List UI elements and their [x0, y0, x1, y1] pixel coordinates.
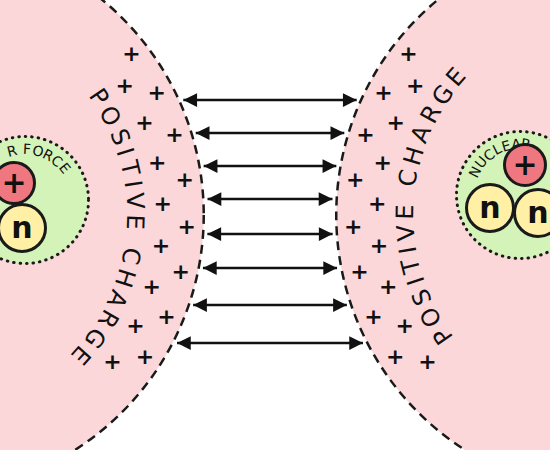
- letter: T: [398, 256, 425, 276]
- repulsion-arrow: [177, 342, 363, 345]
- letter: R: [6, 143, 19, 159]
- text-holder: +: [0, 161, 36, 205]
- charge-sign: +: [157, 306, 175, 328]
- letter: V: [393, 224, 418, 242]
- charge-sign: +: [386, 112, 404, 134]
- letter: E: [123, 214, 147, 230]
- text-holder: n: [465, 183, 515, 233]
- circle-outline: [505, 145, 546, 186]
- letter: O: [95, 102, 125, 130]
- text-holder: n: [513, 188, 550, 238]
- repulsion-arrow: [196, 132, 345, 135]
- charge-sign: +: [135, 112, 153, 134]
- charge-sign: +: [350, 261, 368, 283]
- letter: V: [122, 192, 147, 210]
- charge-sign: +: [178, 216, 196, 238]
- letter: [17, 142, 23, 156]
- letter: I: [403, 274, 428, 288]
- charge-sign: +: [126, 315, 144, 337]
- text-holder: +: [503, 143, 547, 187]
- neutron-circle: n: [0, 203, 47, 253]
- circle-outline: [467, 185, 514, 232]
- charge-sign: +: [406, 75, 424, 97]
- charge-sign: +: [147, 82, 165, 104]
- charge-sign: +: [103, 351, 121, 373]
- charge-sign: +: [344, 216, 362, 238]
- repulsion-arrow: [208, 198, 333, 201]
- repulsion-arrow: [207, 233, 332, 236]
- particle-symbol: n: [527, 198, 548, 228]
- charge-sign: +: [171, 261, 189, 283]
- charge-sign: +: [379, 276, 397, 298]
- letter: [121, 233, 146, 243]
- charge-sign: +: [370, 235, 388, 257]
- circle-outline: [0, 137, 89, 264]
- charge-sign: +: [356, 124, 374, 146]
- atom-circle: POSITIVE CHARGER FORCE+n: [0, 0, 205, 450]
- circle-outline: [0, 0, 204, 450]
- charge-sign: +: [364, 306, 382, 328]
- charge-sign: +: [148, 152, 166, 174]
- circle-outline: [336, 0, 550, 450]
- letter: H: [400, 143, 428, 167]
- letter: A: [103, 287, 132, 312]
- charge-sign: +: [399, 43, 417, 65]
- letter: C: [395, 167, 422, 188]
- letter: I: [120, 179, 145, 190]
- letter: T: [116, 158, 143, 178]
- charge-sign: +: [368, 193, 386, 215]
- neutron-circle: n: [465, 183, 515, 233]
- charge-sign: +: [122, 43, 140, 65]
- circle-outline: [0, 163, 35, 204]
- charge-sign: +: [165, 124, 183, 146]
- charge-sign: +: [346, 169, 364, 191]
- text-holder: n: [0, 203, 47, 253]
- charge-sign: +: [418, 351, 436, 373]
- proton-circle: +: [503, 143, 547, 187]
- charge-sign: +: [374, 152, 392, 174]
- charge-sign: +: [152, 235, 170, 257]
- repulsion-arrow: [203, 267, 337, 270]
- repulsion-arrow: [193, 304, 347, 307]
- repulsion-arrow: [204, 165, 337, 168]
- letter: S: [106, 125, 134, 148]
- letter: H: [111, 266, 139, 290]
- charge-sign: +: [154, 193, 172, 215]
- letter: E: [393, 204, 417, 220]
- atom-circle: POSITIVE CHARGENUCLEAR+nn: [335, 0, 550, 450]
- charge-sign: +: [116, 75, 134, 97]
- charge-sign: +: [386, 346, 404, 368]
- circle-outline: [515, 190, 550, 237]
- particle-symbol: n: [11, 213, 32, 243]
- letter: I: [113, 145, 138, 159]
- charge-sign: +: [175, 169, 193, 191]
- nucleus-circle: NUCLEAR+nn: [455, 130, 550, 260]
- charge-sign: +: [142, 276, 160, 298]
- particle-symbol: +: [512, 150, 537, 180]
- circle-outline: [457, 132, 550, 259]
- proton-circle: +: [0, 161, 36, 205]
- letter: I: [395, 244, 420, 255]
- letter: [394, 190, 419, 200]
- particle-symbol: +: [1, 168, 26, 198]
- neutron-circle: n: [513, 188, 550, 238]
- letter: C: [118, 245, 145, 266]
- charge-sign: +: [136, 346, 154, 368]
- charge-sign: +: [395, 315, 413, 337]
- letter: A: [407, 122, 435, 146]
- circle-outline: [0, 205, 46, 252]
- repulsion-arrow: [183, 99, 356, 102]
- particle-symbol: n: [479, 193, 500, 223]
- charge-sign: +: [374, 82, 392, 104]
- nucleus-circle: R FORCE+n: [0, 135, 90, 265]
